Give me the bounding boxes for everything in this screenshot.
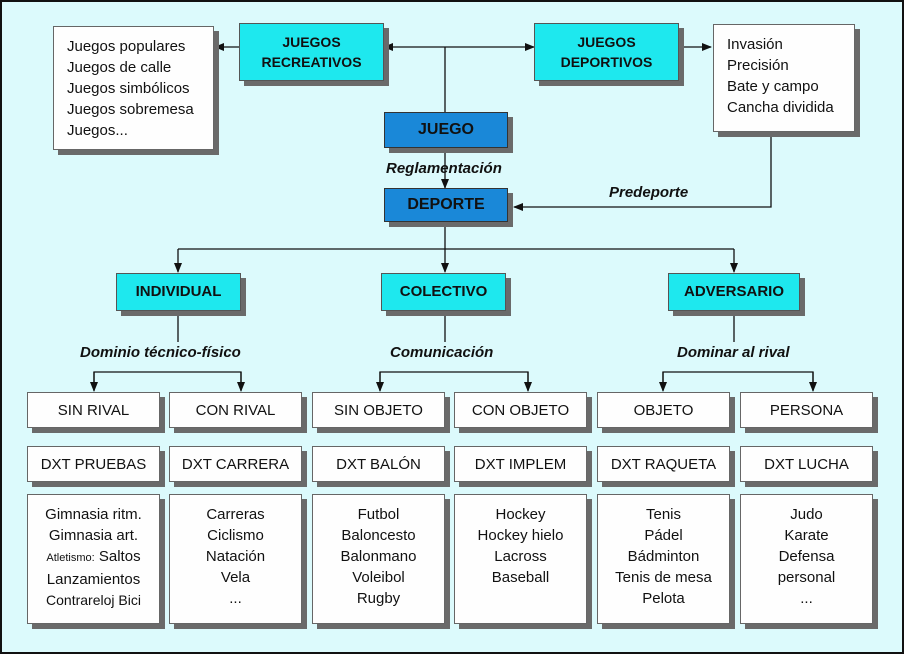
carrera-list: Carreras Ciclismo Natación Vela ... xyxy=(169,494,302,624)
list-item: Natación xyxy=(205,548,266,565)
list-item: Invasión xyxy=(727,36,783,53)
pruebas-list: Gimnasia ritm. Gimnasia art. Atletismo: … xyxy=(27,494,160,624)
list-item: Vela xyxy=(220,569,251,586)
con-rival-box: CON RIVAL xyxy=(169,392,302,428)
atletismo-prefix: Atletismo: xyxy=(46,552,95,564)
list-item: Lacross xyxy=(494,548,547,565)
list-item: Carreras xyxy=(206,506,265,523)
adversario-caption: Dominar al rival xyxy=(677,344,790,361)
juegos-recreativos-box: JUEGOS RECREATIVOS xyxy=(239,23,384,81)
list-item: Judo xyxy=(790,506,823,523)
list-item: personal xyxy=(777,569,836,586)
list-item: Ciclismo xyxy=(207,527,264,544)
list-item: Bate y campo xyxy=(727,78,819,95)
list-item: Hockey xyxy=(495,506,546,523)
list-item: Gimnasia ritm. xyxy=(45,506,142,523)
list-item: Juegos de calle xyxy=(67,59,172,76)
deporte-box: DEPORTE xyxy=(384,188,508,222)
list-item: Gimnasia art. xyxy=(48,527,139,544)
dxt-raqueta-box: DXT RAQUETA xyxy=(597,446,730,482)
list-item: Lanzamientos xyxy=(46,571,141,588)
list-item: Tenis xyxy=(645,506,682,523)
deportivos-list: Invasión Precisión Bate y campo Cancha d… xyxy=(713,24,855,132)
dxt-balon-box: DXT BALÓN xyxy=(312,446,445,482)
dxt-implem-box: DXT IMPLEM xyxy=(454,446,587,482)
list-item: Atletismo: Saltos xyxy=(28,546,159,569)
list-item: Contrareloj Bici xyxy=(46,592,141,608)
list-item: Baloncesto xyxy=(341,527,416,544)
list-item: Bádminton xyxy=(627,548,700,565)
reglamentacion-label: Reglamentación xyxy=(386,160,502,177)
individual-box: INDIVIDUAL xyxy=(116,273,241,311)
list-item: Cancha dividida xyxy=(727,99,834,116)
list-item: Juegos sobremesa xyxy=(67,101,194,118)
list-item: Karate xyxy=(784,527,829,544)
list-item: Defensa xyxy=(778,548,835,565)
arrow-predeporte xyxy=(513,133,772,211)
implem-list: Hockey Hockey hielo Lacross Baseball xyxy=(454,494,587,624)
juego-box: JUEGO xyxy=(384,112,508,148)
list-item: Juegos populares xyxy=(67,38,186,55)
list-item: Juegos... xyxy=(67,122,128,139)
adversario-box: ADVERSARIO xyxy=(668,273,800,311)
persona-box: PERSONA xyxy=(740,392,873,428)
list-item-text: Saltos xyxy=(98,548,141,565)
branch-individual xyxy=(93,371,242,390)
list-item: ... xyxy=(229,590,242,607)
list-item: Precisión xyxy=(727,57,789,74)
list-item: Pádel xyxy=(644,527,683,544)
list-item: Baseball xyxy=(491,569,550,586)
list-item: Tenis de mesa xyxy=(615,569,712,586)
juegos-deportivos-box: JUEGOS DEPORTIVOS xyxy=(534,23,679,81)
dxt-pruebas-box: DXT PRUEBAS xyxy=(27,446,160,482)
lucha-list: Judo Karate Defensa personal ... xyxy=(740,494,873,624)
individual-caption: Dominio técnico-físico xyxy=(80,344,241,361)
list-item: Juegos simbólicos xyxy=(67,80,190,97)
recreativos-list: Juegos populares Juegos de calle Juegos … xyxy=(53,26,214,150)
colectivo-box: COLECTIVO xyxy=(381,273,506,311)
con-objeto-box: CON OBJETO xyxy=(454,392,587,428)
list-item: Voleibol xyxy=(352,569,405,586)
colectivo-caption: Comunicación xyxy=(390,344,494,361)
objeto-box: OBJETO xyxy=(597,392,730,428)
list-item: Balonmano xyxy=(340,548,417,565)
dxt-carrera-box: DXT CARRERA xyxy=(169,446,302,482)
list-item: Futbol xyxy=(357,506,400,523)
dxt-lucha-box: DXT LUCHA xyxy=(740,446,873,482)
list-item: Pelota xyxy=(642,590,685,607)
balon-list: Futbol Baloncesto Balonmano Voleibol Rug… xyxy=(312,494,445,624)
branch-adversario xyxy=(662,371,814,390)
list-item: Rugby xyxy=(356,590,401,607)
sin-objeto-box: SIN OBJETO xyxy=(312,392,445,428)
list-item: ... xyxy=(800,590,813,607)
branch-colectivo xyxy=(379,371,529,390)
predeporte-label: Predeporte xyxy=(609,184,689,201)
sin-rival-box: SIN RIVAL xyxy=(27,392,160,428)
list-item: Hockey hielo xyxy=(477,527,564,544)
raqueta-list: Tenis Pádel Bádminton Tenis de mesa Pelo… xyxy=(597,494,730,624)
